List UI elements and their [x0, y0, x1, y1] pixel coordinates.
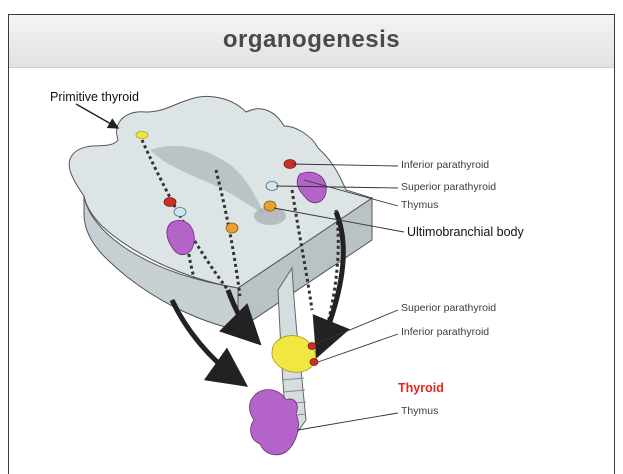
primitive-thyroid-arrow	[76, 104, 118, 128]
label-thymus-bottom: Thymus	[401, 405, 438, 417]
label-thymus-top: Thymus	[401, 199, 438, 211]
thyroid-gland	[272, 336, 316, 373]
ultimobranchial-body-upper	[264, 201, 276, 211]
label-superior-parathyroid-top: Superior parathyroid	[401, 181, 496, 193]
inferior-parathyroid-final	[310, 359, 318, 366]
primitive-thyroid-bud	[136, 132, 148, 139]
superior-parathyroid-final	[308, 343, 316, 350]
label-thyroid: Thyroid	[398, 381, 444, 395]
label-ultimobranchial-body: Ultimobranchial body	[407, 225, 524, 239]
thymus-gland	[250, 390, 299, 455]
superior-parathyroid-left	[174, 208, 186, 217]
label-primitive-thyroid: Primitive thyroid	[50, 90, 139, 104]
inferior-parathyroid-left	[164, 198, 176, 207]
label-superior-parathyroid-bottom: Superior parathyroid	[401, 302, 496, 314]
ultimobranchial-body-left	[226, 223, 238, 233]
label-inferior-parathyroid-top: Inferior parathyroid	[401, 159, 489, 171]
label-inferior-parathyroid-bottom: Inferior parathyroid	[401, 326, 489, 338]
